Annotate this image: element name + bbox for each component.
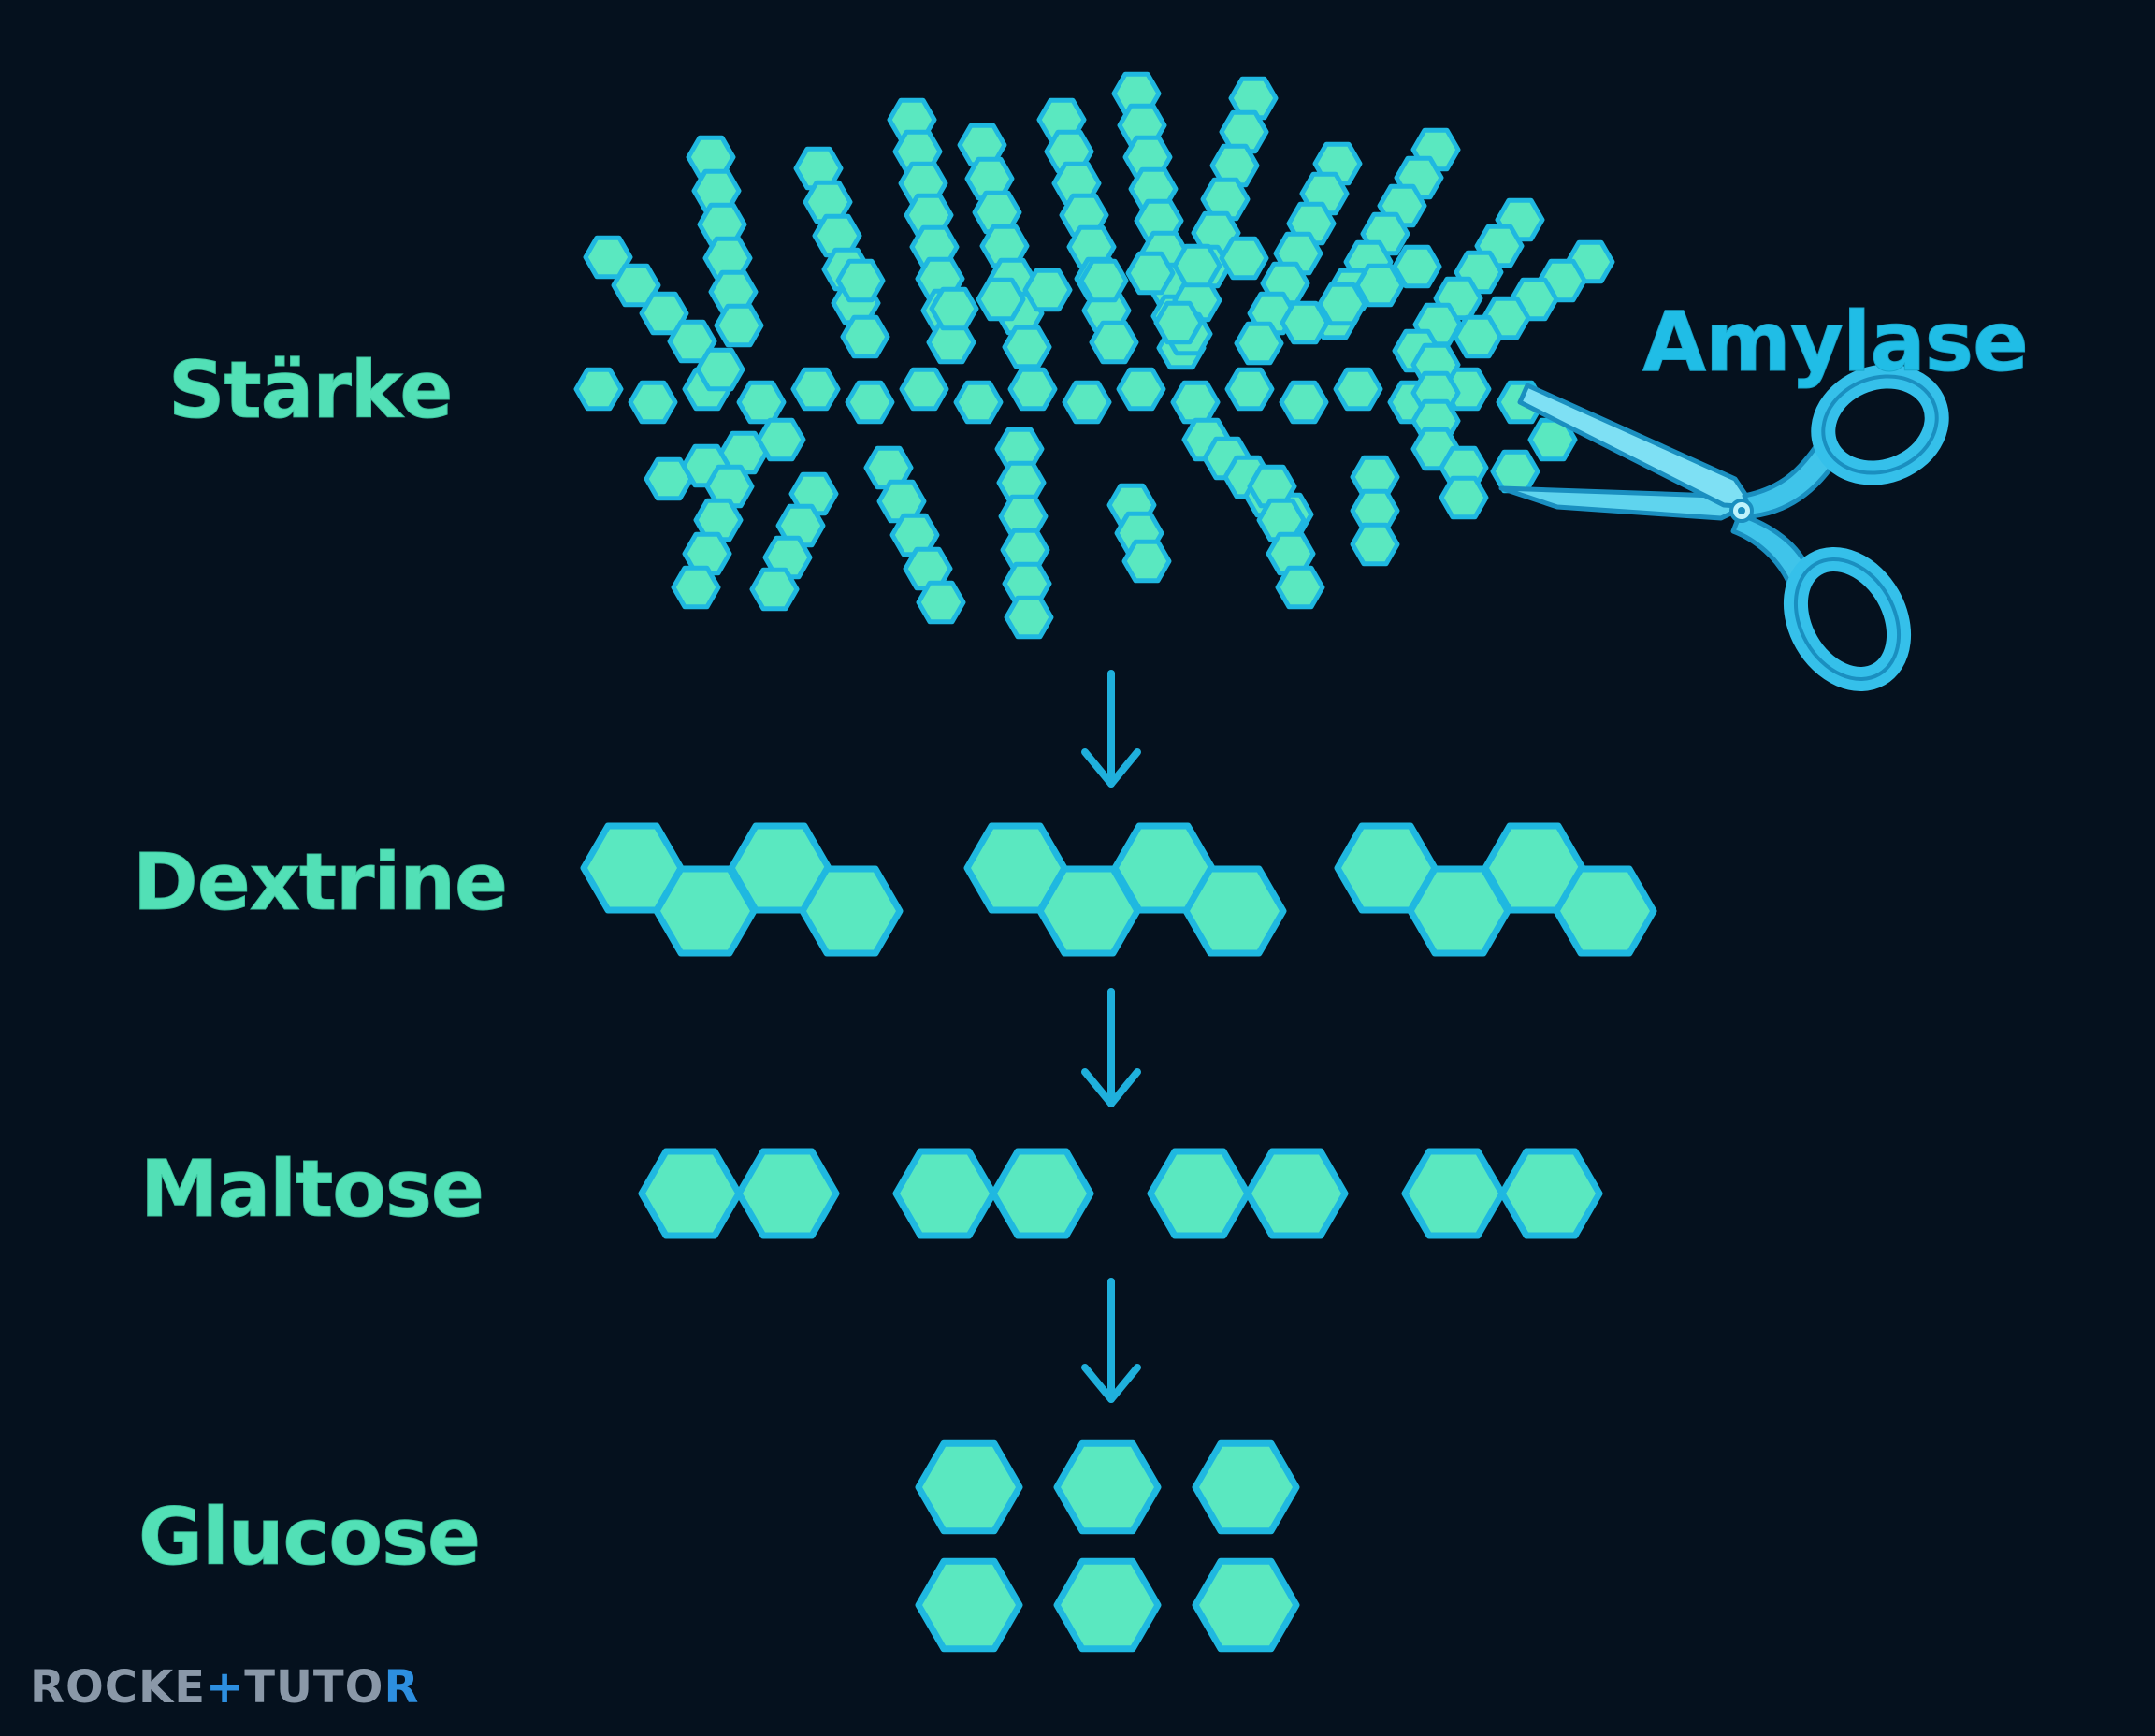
glucose-unit: [976, 277, 1026, 322]
brand-part-2: +: [205, 1661, 245, 1714]
glucose-unit: [1170, 380, 1221, 425]
glucose-unit: [1022, 268, 1073, 312]
brand-logo: ROCKE+TUTOR: [30, 1661, 419, 1714]
glucose-unit: [1439, 475, 1489, 520]
down-arrow-icon: [1081, 670, 1141, 788]
glucose-unit: [1280, 300, 1330, 345]
glucose-unit: [736, 380, 787, 425]
glucose-monomer: [915, 1557, 1023, 1653]
glucose-unit: [1007, 367, 1058, 412]
glucose-unit: [1121, 539, 1172, 584]
glucose-unit: [695, 347, 745, 392]
glucose-unit: [671, 565, 721, 610]
glucose-unit: [1200, 177, 1251, 222]
glucose-unit: [756, 417, 806, 462]
brand-part-3: TUTO: [244, 1661, 384, 1714]
glucose-unit: [916, 580, 966, 625]
glucose-unit: [762, 535, 813, 580]
glucose-unit: [1209, 143, 1260, 188]
glucose-unit: [840, 314, 890, 359]
glucose-unit: [704, 464, 755, 509]
maltose-unit: [735, 1148, 840, 1239]
brand-part-1: ROCKE: [30, 1661, 206, 1714]
maltose-unit: [990, 1148, 1094, 1239]
glucose-unit: [1234, 321, 1284, 366]
maltose-unit: [1147, 1148, 1251, 1239]
glucose-monomer: [1053, 1439, 1162, 1535]
glucose-unit: [1089, 320, 1139, 365]
glucose-unit: [953, 380, 1004, 425]
glucose-unit: [1275, 565, 1325, 610]
glucose-unit: [1219, 236, 1269, 281]
glucose-unit: [1392, 244, 1442, 289]
maltose-unit: [1498, 1148, 1603, 1239]
glucose-unit: [790, 367, 841, 412]
glucose-unit: [835, 258, 886, 303]
glucose-monomer: [1053, 1557, 1162, 1653]
label-staerke: Stärke: [167, 344, 453, 437]
glucose-unit: [714, 303, 764, 348]
down-arrow-icon: [1081, 1278, 1141, 1403]
maltose-unit: [1244, 1148, 1349, 1239]
maltose-row: [638, 1148, 1603, 1239]
starch-molecule-cluster: [573, 71, 1615, 640]
glucose-monomer: [1192, 1439, 1300, 1535]
glucose-unit: [1317, 282, 1367, 326]
glucose-unit: [628, 380, 678, 425]
glucose-unit: [1490, 449, 1540, 494]
glucose-unit: [1453, 314, 1503, 359]
dextrine-unit: [1553, 865, 1657, 957]
label-maltose: Maltose: [140, 1143, 485, 1236]
glucose-unit: [644, 456, 694, 501]
glucose-monomer: [1192, 1557, 1300, 1653]
glucose-unit: [1078, 258, 1129, 303]
glucose-unit: [929, 286, 979, 331]
maltose-unit: [1401, 1148, 1506, 1239]
glucose-unit: [775, 503, 826, 548]
dextrine-row: [580, 822, 1657, 957]
glucose-unit: [1004, 595, 1054, 640]
glucose-unit: [899, 367, 949, 412]
glucose-unit: [693, 498, 744, 542]
label-glucose: Glucose: [137, 1491, 481, 1584]
maltose-unit: [638, 1148, 743, 1239]
scissors-icon: [1498, 364, 1949, 691]
glucose-unit: [1002, 325, 1052, 369]
glucose-unit: [788, 471, 839, 516]
glucose-unit: [1153, 300, 1204, 345]
down-arrow-icon: [1081, 988, 1141, 1107]
brand-part-4: R: [383, 1661, 420, 1714]
glucose-unit: [1219, 109, 1269, 154]
glucose-unit: [1125, 251, 1176, 296]
glucose-unit: [1333, 367, 1383, 412]
glucose-grid: [915, 1439, 1300, 1653]
dextrine-unit: [1182, 865, 1287, 957]
glucose-unit: [1224, 367, 1275, 412]
glucose-unit: [1350, 522, 1400, 567]
glucose-unit: [1354, 263, 1405, 308]
reaction-arrows: [1081, 670, 1141, 1403]
glucose-unit: [1279, 380, 1329, 425]
glucose-unit: [749, 567, 800, 612]
label-dextrine: Dextrine: [132, 836, 508, 929]
glucose-unit: [1116, 367, 1166, 412]
maltose-unit: [892, 1148, 997, 1239]
glucose-unit: [1062, 380, 1112, 425]
glucose-unit: [573, 367, 624, 412]
dextrine-unit: [799, 865, 904, 957]
glucose-monomer: [915, 1439, 1023, 1535]
glucose-unit: [845, 380, 895, 425]
glucose-unit: [682, 531, 732, 576]
glucose-unit: [1228, 76, 1279, 121]
label-enzyme-amylase: Amylase: [1642, 294, 2030, 391]
glucose-unit: [718, 430, 769, 475]
glucose-unit: [1172, 243, 1222, 288]
